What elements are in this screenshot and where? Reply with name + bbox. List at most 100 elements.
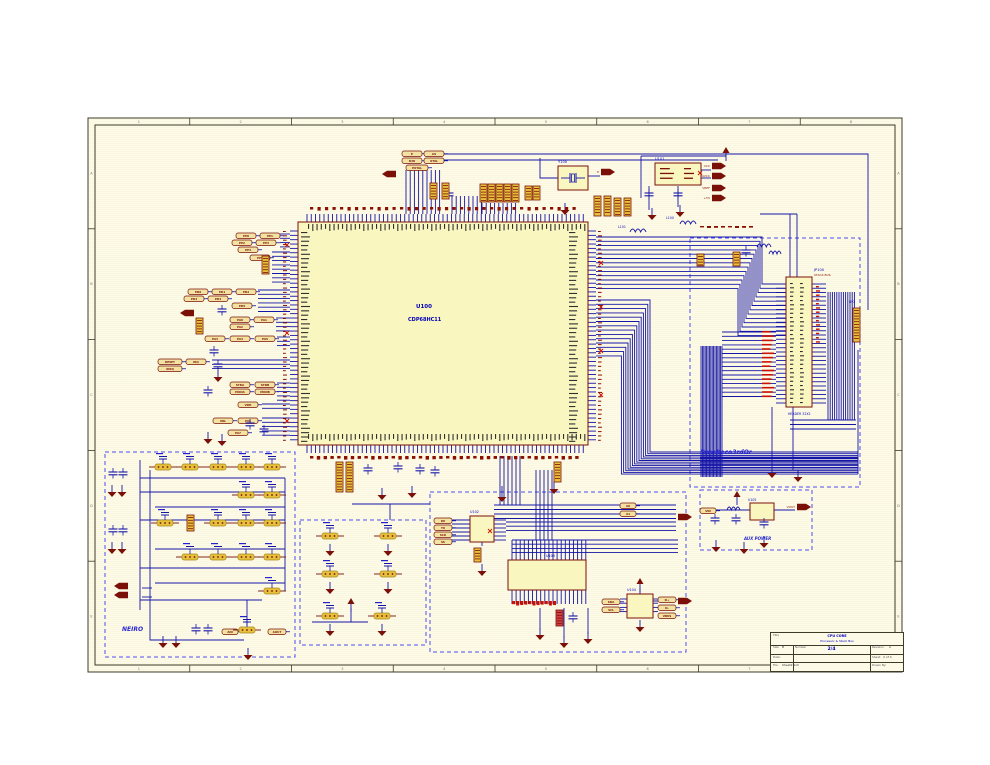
vcc-icon[interactable] (733, 491, 741, 497)
resistor-array[interactable] (613, 197, 622, 217)
port-arrow[interactable] (601, 168, 615, 176)
gnd-icon[interactable] (107, 549, 117, 554)
gnd-icon[interactable] (203, 439, 213, 444)
port-arrow[interactable] (712, 172, 726, 180)
port-arrow[interactable] (678, 597, 692, 605)
resistor-array[interactable] (495, 183, 504, 203)
gnd-icon[interactable] (793, 477, 803, 482)
ic-u103-body[interactable] (507, 559, 587, 591)
resistor-array[interactable] (603, 195, 612, 217)
inductor[interactable] (768, 250, 782, 256)
port-arrow[interactable] (712, 184, 726, 192)
gnd-icon[interactable] (377, 631, 387, 636)
bus-wire[interactable] (596, 338, 858, 468)
inductor[interactable] (629, 228, 647, 234)
resistor-array[interactable] (696, 253, 705, 267)
resistor-array[interactable] (553, 461, 562, 483)
gnd-icon[interactable] (635, 627, 645, 632)
resistor-array[interactable] (532, 185, 541, 201)
bus-wire[interactable] (596, 351, 858, 473)
inductor[interactable] (679, 220, 697, 226)
gnd-icon[interactable] (383, 551, 393, 556)
region-analog-box[interactable] (104, 451, 296, 658)
gnd-icon[interactable] (383, 589, 393, 594)
region-power-box[interactable] (699, 489, 813, 551)
bus-wire[interactable] (596, 275, 786, 324)
bus-wire[interactable] (596, 245, 786, 294)
resistor-array[interactable] (473, 547, 482, 563)
bus-wire[interactable] (596, 312, 858, 458)
inductor[interactable] (726, 506, 741, 512)
ic-u105-body[interactable] (749, 502, 775, 521)
port-arrow[interactable] (180, 309, 194, 317)
gnd-icon[interactable] (477, 571, 487, 576)
gnd-icon[interactable] (647, 215, 657, 220)
gnd-icon[interactable] (407, 493, 417, 498)
gnd-icon[interactable] (497, 497, 507, 502)
region-stack-box[interactable] (689, 237, 861, 488)
resistor-array[interactable] (732, 251, 741, 267)
bus-wire[interactable] (596, 355, 858, 475)
stack-connector-body[interactable] (785, 276, 813, 408)
bus-wire[interactable] (596, 346, 858, 472)
bus-wire[interactable] (596, 258, 786, 306)
inductor[interactable] (756, 243, 772, 249)
gnd-icon[interactable] (325, 589, 335, 594)
ic-u102-body[interactable] (469, 515, 495, 543)
bus-wire[interactable] (596, 279, 786, 328)
bus-wire[interactable] (596, 240, 786, 289)
gnd-icon[interactable] (325, 631, 335, 636)
region-io-box[interactable] (429, 491, 687, 653)
gnd-icon[interactable] (559, 643, 569, 648)
bus-wire[interactable] (596, 325, 858, 463)
port-arrow[interactable] (382, 170, 396, 178)
gnd-icon[interactable] (243, 655, 253, 660)
bus-wire[interactable] (596, 249, 786, 298)
port-arrow[interactable] (712, 162, 726, 170)
port-arrow[interactable] (114, 582, 128, 590)
bus-wire[interactable] (596, 266, 786, 315)
region-driver-box[interactable] (299, 519, 427, 646)
gnd-icon[interactable] (213, 377, 223, 382)
resistor-array[interactable] (335, 461, 344, 493)
gnd-icon[interactable] (535, 635, 545, 640)
gnd-icon[interactable] (325, 551, 335, 556)
resistor-array[interactable] (623, 197, 632, 217)
resistor-array[interactable] (345, 461, 354, 493)
bus-wire[interactable] (596, 308, 858, 456)
wire[interactable] (149, 470, 244, 641)
gnd-icon[interactable] (117, 492, 127, 497)
gnd-icon[interactable] (107, 492, 117, 497)
bus-wire[interactable] (596, 236, 786, 285)
gnd-icon[interactable] (711, 547, 721, 552)
gnd-icon[interactable] (171, 643, 181, 648)
vcc-icon[interactable] (636, 578, 644, 584)
resistor-array[interactable] (503, 183, 512, 203)
gnd-icon[interactable] (583, 639, 593, 644)
gnd-icon[interactable] (560, 210, 570, 215)
port-arrow[interactable] (797, 503, 811, 511)
resistor-array[interactable] (479, 183, 488, 203)
wire[interactable] (539, 158, 558, 179)
resistor-array[interactable] (524, 185, 533, 201)
bus-wire[interactable] (596, 329, 858, 465)
bus-wire[interactable] (596, 316, 858, 460)
gnd-icon[interactable] (217, 441, 227, 446)
bus-wire[interactable] (596, 283, 786, 332)
bus-wire[interactable] (596, 253, 786, 302)
bus-wire[interactable] (596, 270, 786, 319)
bus-wire[interactable] (596, 342, 858, 470)
gnd-icon[interactable] (675, 212, 685, 217)
bus-wire[interactable] (596, 303, 858, 455)
bus-wire[interactable] (596, 262, 786, 311)
resistor-array[interactable] (487, 183, 496, 203)
gnd-icon[interactable] (377, 495, 387, 500)
resistor-array[interactable] (852, 307, 861, 343)
gnd-icon[interactable] (158, 643, 168, 648)
port-arrow[interactable] (114, 591, 128, 599)
vcc-icon[interactable] (347, 598, 355, 604)
bus-wire[interactable] (596, 321, 858, 461)
vcc-icon[interactable] (722, 147, 730, 153)
port-arrow[interactable] (678, 513, 692, 521)
bus-wire[interactable] (596, 299, 858, 453)
